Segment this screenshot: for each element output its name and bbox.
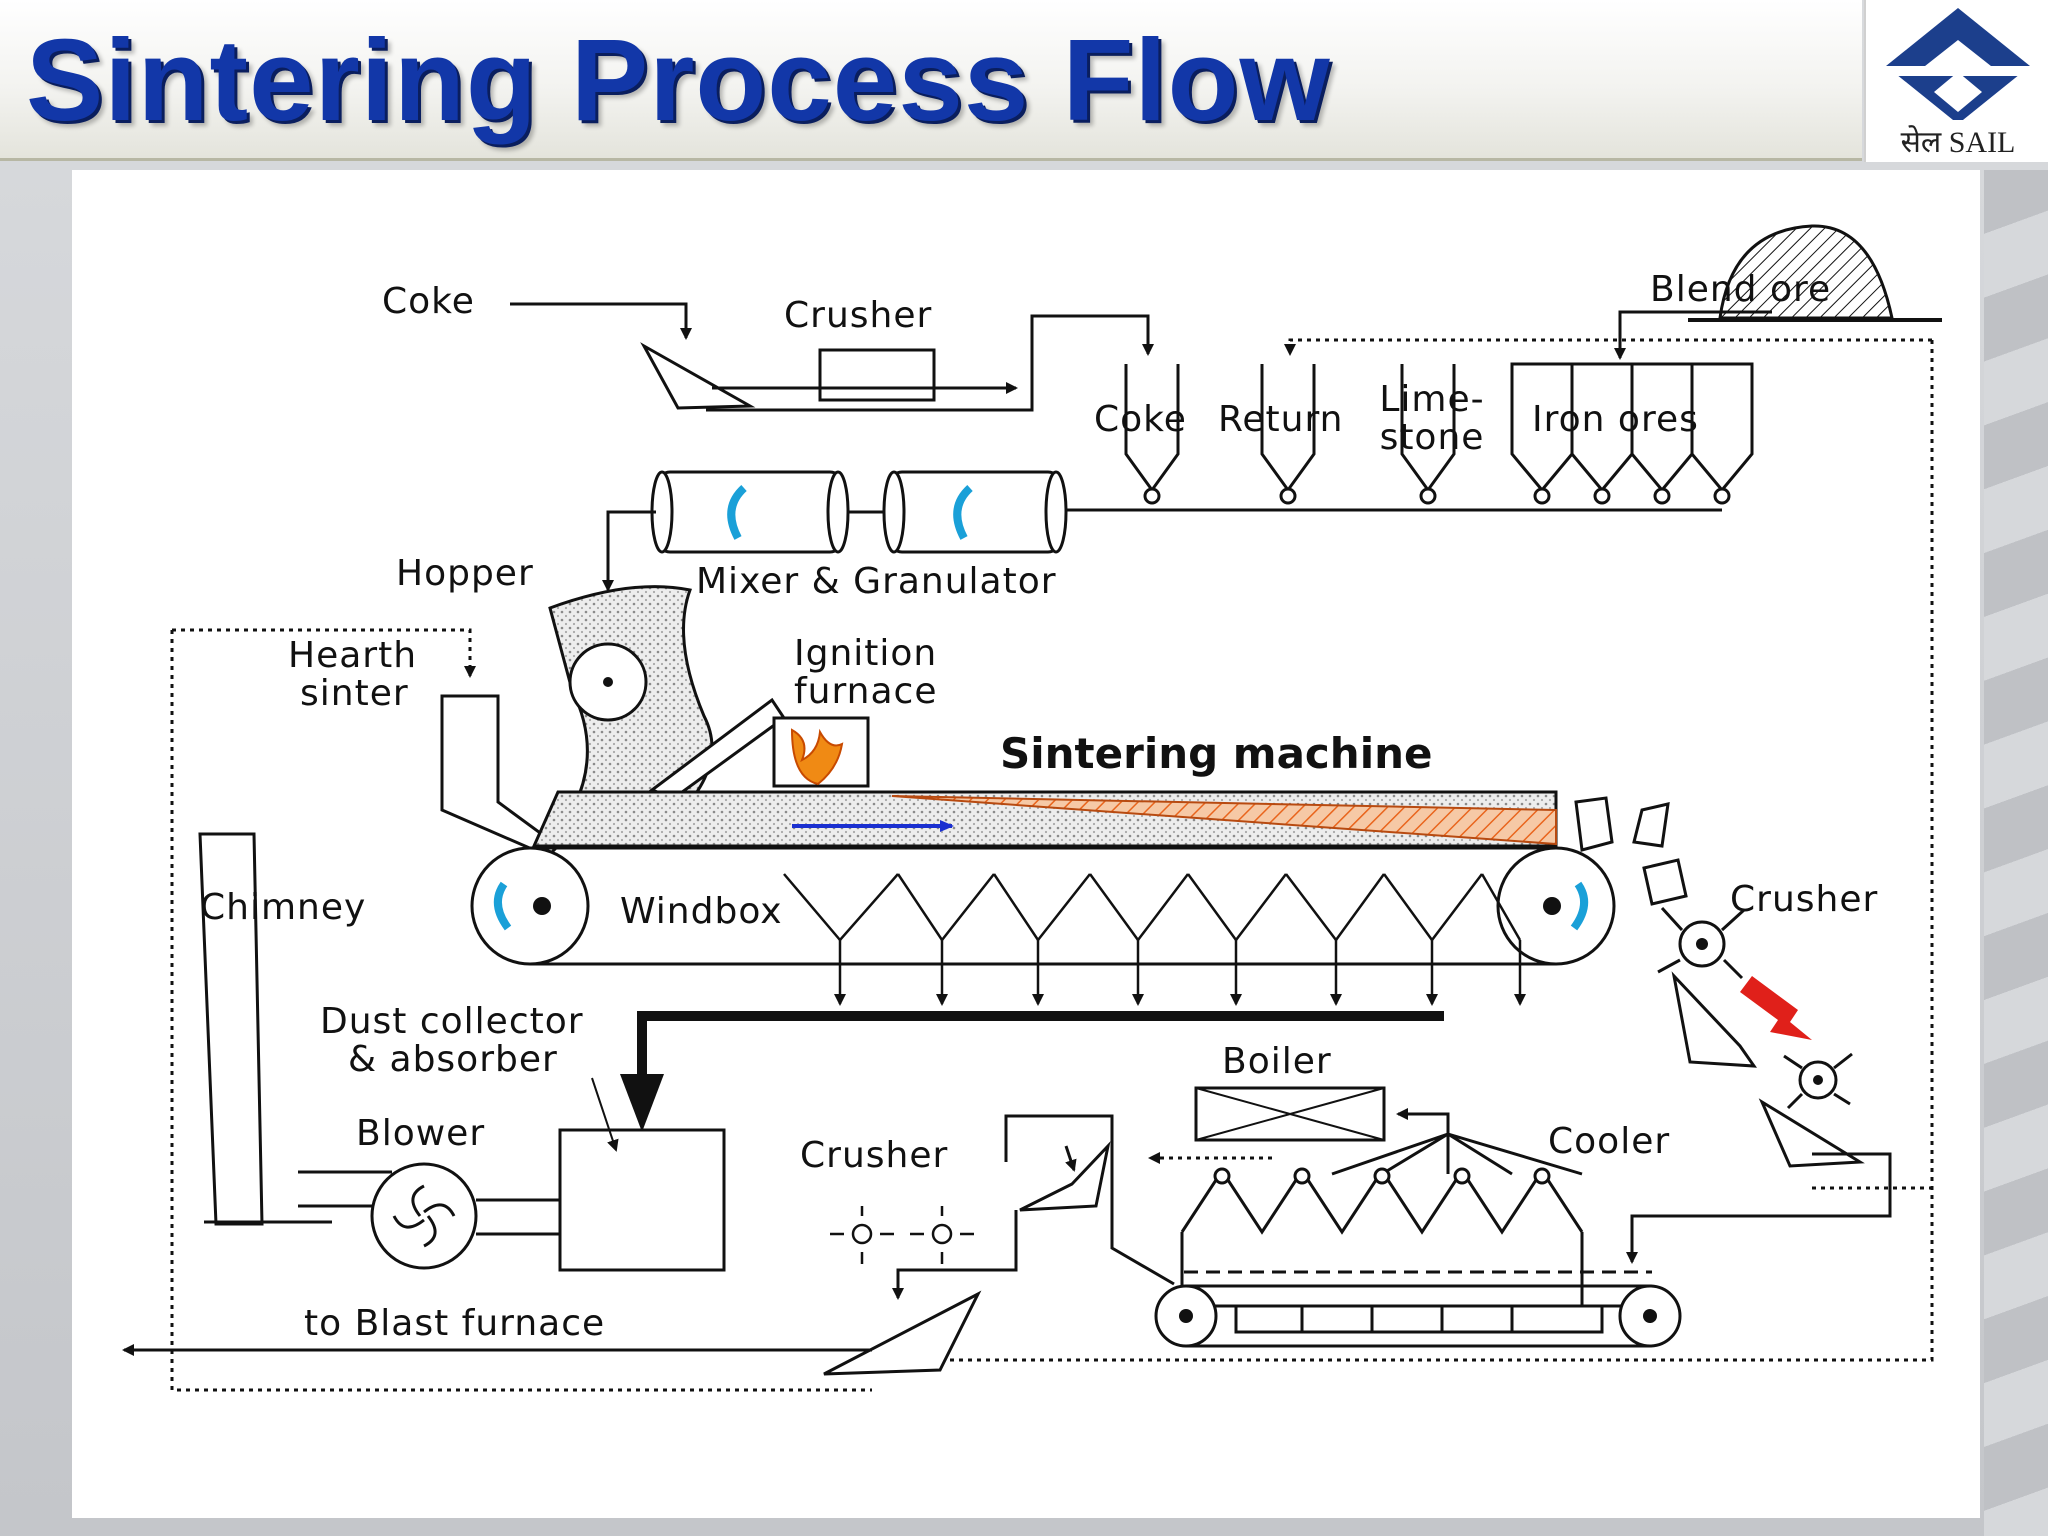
label-blend-ore: Blend ore xyxy=(1650,269,1832,310)
flame-icon xyxy=(790,728,844,786)
roller-left-rotation-icon xyxy=(494,881,512,931)
label-crusher-right: Crusher xyxy=(1730,879,1879,920)
slide-decoration xyxy=(1984,170,2048,1536)
mixer-rotation-icon xyxy=(727,485,747,540)
sail-logo: सेल SAIL xyxy=(1864,0,2048,162)
process-flow-drawing xyxy=(122,224,1942,1392)
label-sintering-machine: Sintering machine xyxy=(1000,729,1433,778)
label-dust-collector-2: & absorber xyxy=(348,1039,558,1080)
blower-fan-icon xyxy=(392,1184,456,1248)
crusher-bottom-icon xyxy=(830,1206,974,1264)
label-chimney: Chimney xyxy=(200,887,367,928)
process-diagram: Coke Crusher Blend ore Coke Return Lime-… xyxy=(72,170,1980,1518)
label-hearth-sinter-1: Hearth xyxy=(288,635,418,676)
label-bin-iron-ores: Iron ores xyxy=(1532,399,1699,440)
label-bin-coke: Coke xyxy=(1094,399,1187,440)
title-bar: Sintering Process Flow xyxy=(0,0,1862,161)
label-mixer-granulator: Mixer & Granulator xyxy=(696,561,1057,602)
label-ignition-furnace-2: furnace xyxy=(794,671,938,712)
label-coke: Coke xyxy=(382,281,475,322)
label-bin-return: Return xyxy=(1218,399,1344,440)
label-cooler: Cooler xyxy=(1548,1121,1671,1162)
logo-text: सेल SAIL xyxy=(1900,126,2016,159)
label-blower: Blower xyxy=(356,1113,486,1154)
label-bin-limestone-1: Lime- xyxy=(1379,379,1485,420)
label-windbox: Windbox xyxy=(620,891,783,932)
label-dust-collector-1: Dust collector xyxy=(320,1001,584,1042)
label-boiler: Boiler xyxy=(1222,1041,1332,1082)
label-crusher-bottom: Crusher xyxy=(800,1135,949,1176)
sail-logo-icon xyxy=(1886,8,2030,124)
label-bin-limestone-2: stone xyxy=(1379,417,1485,458)
label-hopper: Hopper xyxy=(396,553,534,594)
roller-right-rotation-icon xyxy=(1570,881,1588,931)
label-to-blast-furnace: to Blast furnace xyxy=(304,1303,606,1344)
label-ignition-furnace-1: Ignition xyxy=(794,633,938,674)
label-hearth-sinter-2: sinter xyxy=(300,673,409,714)
granulator-rotation-icon xyxy=(953,485,973,540)
red-arrow-icon xyxy=(1740,976,1812,1040)
label-crusher-top: Crusher xyxy=(784,295,933,336)
slide-title: Sintering Process Flow xyxy=(26,15,1331,145)
